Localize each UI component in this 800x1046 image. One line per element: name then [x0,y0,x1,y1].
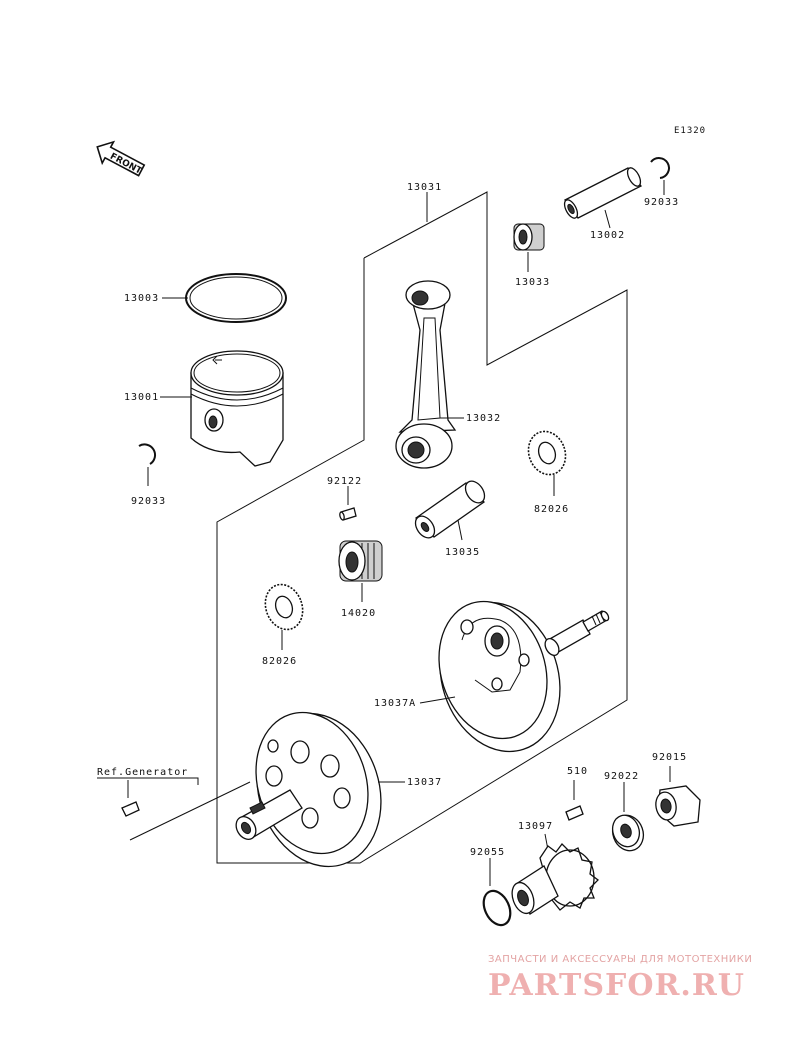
label-13037A: 13037A [374,698,416,709]
label-13031: 13031 [407,182,442,193]
circlip-92033-top: 92033 [644,157,679,208]
woodruff-key-510: 510 [565,766,588,821]
label-92033-left: 92033 [131,496,166,507]
watermark: ЗАПЧАСТИ И АКСЕССУАРЫ ДЛЯ МОТОТЕХНИКИ PA… [488,954,752,1003]
label-82026-left: 82026 [262,656,297,667]
needle-bearing-13033: 13033 [513,223,550,288]
label-92033-top: 92033 [644,197,679,208]
nut-92015: 92015 [652,752,701,827]
ref-generator-label: Ref.Generator [97,767,188,778]
washer-92022: 92022 [604,771,645,852]
needle-bearing-14020: 14020 [338,540,383,619]
watermark-tagline: ЗАПЧАСТИ И АКСЕССУАРЫ ДЛЯ МОТОТЕХНИКИ [488,954,752,965]
front-arrow-icon: FRONT [96,140,146,177]
o-ring-92055: 92055 [470,847,512,927]
label-92015: 92015 [652,752,687,763]
label-92055: 92055 [470,847,505,858]
label-13033: 13033 [515,277,550,288]
watermark-brand: PARTSFOR.RU [488,968,745,1003]
crank-pin-13035: 13035 [414,480,486,558]
piston-pin-13002: 13002 [563,167,642,241]
circlip-92033-left: 92033 [131,443,166,507]
piston-13001: 13001 [124,350,284,467]
label-13003: 13003 [124,293,159,304]
diagram-id: E1320 [674,126,706,136]
label-14020: 14020 [341,608,376,619]
thrust-washer-82026-left: 82026 [262,583,304,667]
label-13002: 13002 [590,230,625,241]
assembly-bracket-13031 [216,191,628,864]
label-13037: 13037 [407,777,442,788]
label-510: 510 [567,766,588,777]
label-13035: 13035 [445,547,480,558]
crankshaft-half-13037A: 13037A [374,600,610,753]
connecting-rod-13032: 13032 [395,280,501,469]
crankshaft-half-13037: 13037 [235,711,442,868]
label-82026-right: 82026 [534,504,569,515]
label-13097: 13097 [518,821,553,832]
label-92022: 92022 [604,771,639,782]
label-13001: 13001 [124,392,159,403]
pin-92122: 92122 [327,476,362,521]
label-13032: 13032 [466,413,501,424]
piston-ring-13003: 13003 [124,273,287,323]
woodruff-key-generator [121,801,140,817]
thrust-washer-82026-right: 82026 [527,430,569,515]
label-92122: 92122 [327,476,362,487]
primary-gear-13097: 13097 [511,821,599,915]
